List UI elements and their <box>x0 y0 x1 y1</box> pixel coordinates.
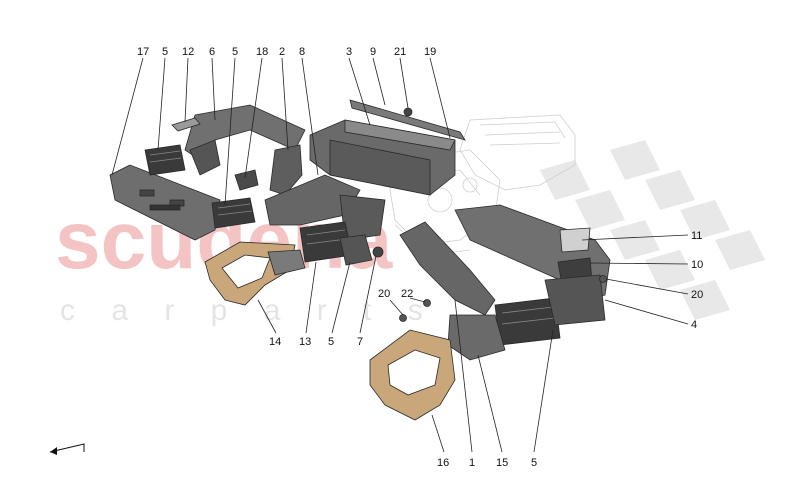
callout-labels: 17 5 12 6 5 18 2 8 3 9 21 19 11 10 20 4 … <box>137 46 703 469</box>
upper-plenum-duct <box>309 99 466 196</box>
callout-20: 20 <box>378 288 390 300</box>
callout-20: 20 <box>691 289 703 301</box>
air-vent-b <box>211 197 256 229</box>
callout-21: 21 <box>394 46 406 58</box>
callout-22: 22 <box>401 288 413 300</box>
callout-3: 3 <box>346 46 352 58</box>
checkered-flag-icon <box>540 140 765 320</box>
callout-10: 10 <box>691 259 703 271</box>
right-long-duct <box>454 204 611 326</box>
left-dash-duct <box>109 164 221 241</box>
callout-1: 1 <box>469 457 475 469</box>
callout-13: 13 <box>299 336 311 348</box>
callout-9: 9 <box>370 46 376 58</box>
orientation-arrow-icon <box>49 443 85 455</box>
callout-5: 5 <box>162 46 168 58</box>
callout-6: 6 <box>209 46 215 58</box>
callout-2: 2 <box>279 46 285 58</box>
callout-7: 7 <box>357 336 363 348</box>
center-bracket <box>339 234 373 266</box>
leader-lines <box>111 57 689 453</box>
callout-4: 4 <box>691 319 697 331</box>
callout-11: 11 <box>691 230 702 242</box>
vertical-duct-piece <box>234 144 303 196</box>
callout-15: 15 <box>496 457 508 469</box>
callout-5: 5 <box>232 46 238 58</box>
callout-16: 16 <box>437 457 449 469</box>
callout-8: 8 <box>299 46 305 58</box>
callout-5: 5 <box>328 336 334 348</box>
air-vent-a <box>144 144 186 176</box>
right-lower-trim <box>447 314 506 361</box>
left-trim-bezel <box>204 241 306 306</box>
clip-seven <box>372 246 384 258</box>
callout-18: 18 <box>256 46 268 58</box>
callout-17: 17 <box>137 46 149 58</box>
small-bracket <box>171 117 201 132</box>
callout-5: 5 <box>531 457 537 469</box>
callout-12: 12 <box>182 46 194 58</box>
center-lower-duct <box>399 221 496 316</box>
callout-19: 19 <box>424 46 436 58</box>
callout-14: 14 <box>269 336 281 348</box>
right-trim-bezel <box>369 329 456 421</box>
